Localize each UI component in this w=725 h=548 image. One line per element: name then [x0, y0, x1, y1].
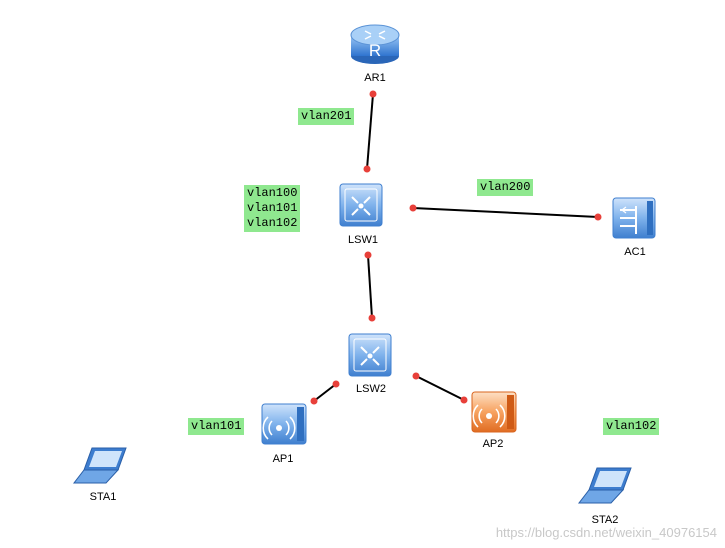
link-lsw1-lsw2[interactable] [367, 254, 373, 319]
port-dot [363, 165, 371, 173]
port-dot [594, 213, 602, 221]
port-dots [310, 90, 602, 405]
vlan-label-lsw1: vlan100 vlan101 vlan102 [244, 185, 301, 232]
device-label-ar1: AR1 [364, 72, 386, 84]
port-dot [368, 314, 376, 322]
link-lsw1-ac1[interactable] [412, 207, 599, 218]
device-label-ac1: AC1 [624, 246, 646, 258]
vlan-label-ap1: vlan101 [188, 418, 245, 435]
device-label-ap2: AP2 [482, 438, 504, 450]
port-dot [460, 396, 468, 404]
vlan-label-ar1: vlan201 [298, 108, 355, 125]
device-label-sta2: STA2 [591, 514, 619, 526]
port-dot [364, 251, 372, 259]
laptop-icon[interactable] [577, 467, 632, 504]
link-lsw2-ap2[interactable] [415, 375, 465, 401]
device-label-sta1: STA1 [89, 491, 117, 503]
access-point-icon[interactable] [261, 403, 307, 445]
port-dot [412, 372, 420, 380]
device-label-lsw2: LSW2 [356, 383, 386, 395]
switch-icon[interactable] [339, 183, 383, 227]
link-lsw2-ap1[interactable] [313, 383, 337, 402]
vlan-label-sta2: vlan102 [603, 418, 660, 435]
links [313, 93, 599, 402]
access-point-icon[interactable] [471, 391, 517, 433]
router-icon[interactable]: R [350, 24, 400, 64]
device-label-lsw1: LSW1 [348, 234, 378, 246]
device-label-ap1: AP1 [272, 453, 294, 465]
port-dot [369, 90, 377, 98]
laptop-icon[interactable] [72, 447, 127, 484]
port-dot [332, 380, 340, 388]
port-dot [409, 204, 417, 212]
access-controller-icon[interactable] [612, 197, 656, 239]
watermark: https://blog.csdn.net/weixin_40976154 [495, 525, 717, 540]
vlan-label-ac1: vlan200 [477, 179, 534, 196]
port-dot [310, 397, 318, 405]
svg-text:R: R [369, 41, 381, 60]
switch-icon[interactable] [348, 333, 392, 377]
link-ar1-lsw1[interactable] [366, 93, 374, 170]
